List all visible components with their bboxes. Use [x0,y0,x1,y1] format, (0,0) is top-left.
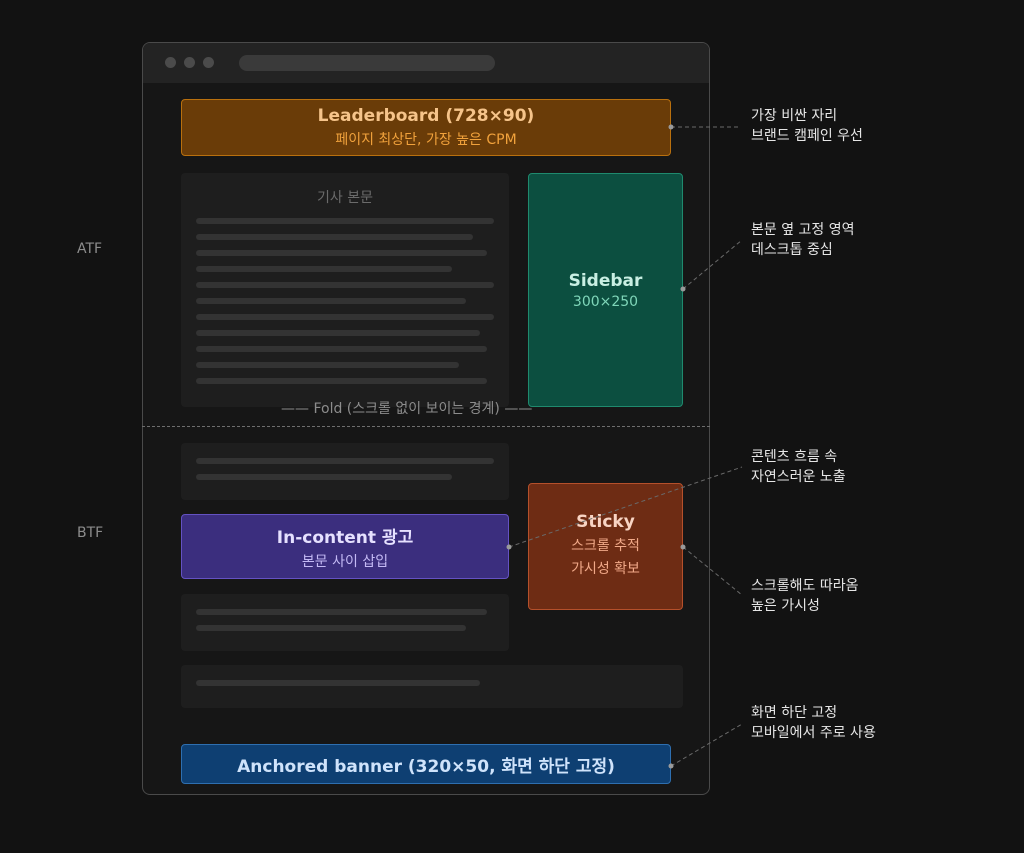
article-body: 기사 본문 [181,173,509,407]
anchored-banner-ad: Anchored banner (320×50, 화면 하단 고정) [181,744,671,784]
fold-label: —— Fold (스크롤 없이 보이는 경계) —— [281,401,533,417]
content-block [181,594,509,651]
window-dot-icon [184,57,195,68]
note-line: 본문 옆 고정 영역 [751,222,855,238]
text-line [196,234,473,240]
connector-anchored [670,723,743,767]
note-line: 높은 가시성 [751,598,820,614]
connector-dot-icon [680,544,686,550]
text-line [196,250,487,256]
article-title: 기사 본문 [317,190,373,206]
connector-incontent [508,466,743,548]
note-line: 브랜드 캠페인 우선 [751,128,863,144]
sticky-subtitle: 스크롤 추적 가시성 확보 [571,535,640,581]
note-line: 스크롤해도 따라옴 [751,578,859,594]
text-line [196,378,487,384]
sidebar-title: Sidebar [568,270,643,291]
note-line: 가장 비싼 자리 [751,108,838,124]
note-line: 화면 하단 고정 [751,705,838,721]
window-dot-icon [165,57,176,68]
note-line: 자연스러운 노출 [751,469,846,485]
connector-dot-icon [668,124,674,130]
connector-dot-icon [668,763,674,769]
text-line [196,474,452,480]
browser-titlebar [143,43,709,83]
connector-dot-icon [506,544,512,550]
note-sidebar: 본문 옆 고정 영역 데스크톱 중심 [751,220,855,260]
note-line: 콘텐츠 흐름 속 [751,449,838,465]
sticky-ad: Sticky 스크롤 추적 가시성 확보 [528,483,683,610]
address-bar [239,55,495,71]
note-leaderboard: 가장 비싼 자리 브랜드 캠페인 우선 [751,106,863,146]
leaderboard-title: Leaderboard (728×90) [317,106,535,126]
leaderboard-subtitle: 페이지 최상단, 가장 높은 CPM [335,132,517,148]
text-line [196,266,452,272]
content-block [181,443,509,500]
note-anchored: 화면 하단 고정 모바일에서 주로 사용 [751,703,876,743]
sticky-subtitle-line: 스크롤 추적 [571,538,640,554]
sidebar-subtitle: 300×250 [572,293,639,310]
sticky-title: Sticky [576,512,635,532]
text-line [196,314,494,320]
text-line [196,346,487,352]
note-line: 모바일에서 주로 사용 [751,725,876,741]
text-line [196,362,459,368]
connector-dot-icon [680,286,686,292]
in-content-subtitle: 본문 사이 삽입 [301,553,389,570]
text-line [196,298,466,304]
note-sticky: 스크롤해도 따라옴 높은 가시성 [751,576,859,616]
btf-label: BTF [77,525,104,541]
text-line [196,282,494,288]
text-line [196,680,480,686]
anchored-title: Anchored banner (320×50, 화면 하단 고정) [237,756,615,777]
atf-label: ATF [77,241,103,257]
content-block [181,665,683,708]
connector-sidebar [682,239,743,290]
text-line [196,458,494,464]
connector-sticky [682,546,743,596]
sticky-subtitle-line: 가시성 확보 [571,561,640,577]
in-content-title: In-content 광고 [276,527,414,548]
text-line [196,609,487,615]
text-line [196,218,494,224]
window-dot-icon [203,57,214,68]
sidebar-ad: Sidebar 300×250 [528,173,683,407]
in-content-ad: In-content 광고 본문 사이 삽입 [181,514,509,579]
fold-line [142,426,710,427]
text-line [196,625,466,631]
note-line: 데스크톱 중심 [751,242,833,258]
leaderboard-ad: Leaderboard (728×90) 페이지 최상단, 가장 높은 CPM [181,99,671,156]
note-incontent: 콘텐츠 흐름 속 자연스러운 노출 [751,447,846,487]
text-line [196,330,480,336]
